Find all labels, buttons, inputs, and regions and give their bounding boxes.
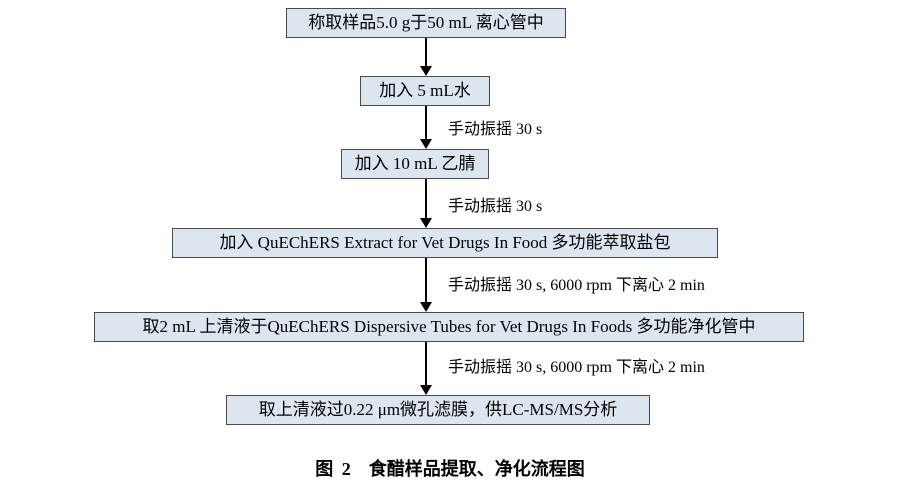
arrow-5-shaft: [425, 342, 427, 385]
arrow-3-head: [420, 218, 432, 228]
arrow-4-shaft: [425, 258, 427, 302]
step-2-box: 加入 5 mL水: [360, 76, 490, 106]
step-3-box: 加入 10 mL 乙腈: [341, 149, 489, 179]
step-1-box: 称取样品5.0 g于50 mL 离心管中: [286, 8, 566, 38]
arrow-2-head: [420, 139, 432, 149]
step-4-box: 加入 QuEChERS Extract for Vet Drugs In Foo…: [172, 228, 718, 258]
arrow-5-head: [420, 385, 432, 395]
arrow-1-head: [420, 66, 432, 76]
figure-caption: 图 2 食醋样品提取、净化流程图: [315, 459, 585, 479]
note-shake-1: 手动振摇 30 s: [448, 121, 543, 138]
arrow-2-shaft: [425, 106, 427, 139]
arrow-1-shaft: [425, 38, 427, 66]
note-shake-centrifuge-2: 手动振摇 30 s, 6000 rpm 下离心 2 min: [448, 359, 705, 376]
note-shake-2: 手动振摇 30 s: [448, 198, 543, 215]
step-6-box: 取上清液过0.22 μm微孔滤膜，供LC-MS/MS分析: [226, 395, 650, 425]
note-shake-centrifuge-1: 手动振摇 30 s, 6000 rpm 下离心 2 min: [448, 277, 705, 294]
arrow-3-shaft: [425, 179, 427, 218]
step-5-box: 取2 mL 上清液于QuEChERS Dispersive Tubes for …: [94, 312, 804, 342]
arrow-4-head: [420, 302, 432, 312]
